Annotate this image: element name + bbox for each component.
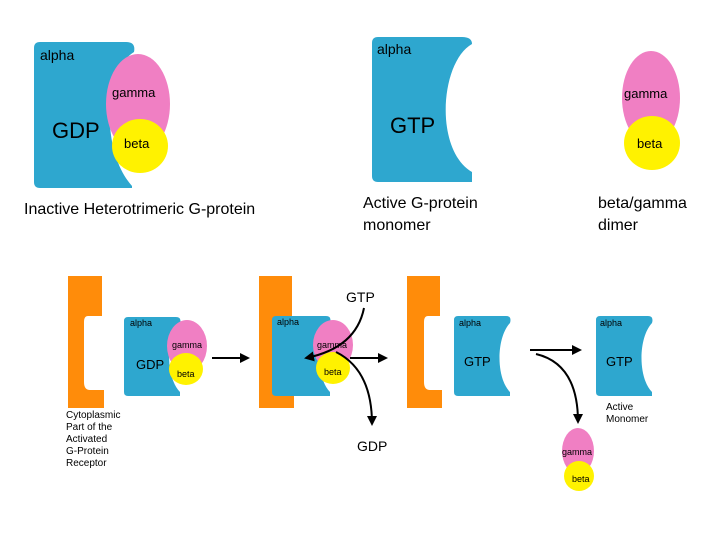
alpha-label-stage2: alpha — [277, 317, 299, 327]
beta-label-dimer: beta — [637, 136, 663, 151]
gamma-subunit-stage4 — [562, 428, 594, 474]
gamma-label-stage4: gamma — [562, 447, 592, 457]
alpha-label-stage4: alpha — [600, 318, 622, 328]
gdp-out-label: GDP — [357, 438, 387, 454]
beta-label-stage4: beta — [572, 474, 590, 484]
inactive-heterotrimer: alpha gamma GDP beta Inactive Heterotrim… — [24, 42, 255, 218]
receptor-3 — [407, 276, 442, 408]
active-monomer-caption-line1: Active — [606, 402, 634, 413]
alpha-label-stage3: alpha — [459, 318, 481, 328]
gamma-label-stage1: gamma — [172, 340, 202, 350]
alpha-label-stage1: alpha — [130, 318, 152, 328]
alpha-subunit-stage1 — [124, 317, 181, 396]
active-monomer-caption-line2: Monomer — [606, 414, 649, 425]
arrow-gdp-out — [335, 351, 377, 426]
receptor-2 — [259, 276, 294, 408]
beta-label-inactive: beta — [124, 136, 150, 151]
beta-label-stage2: beta — [324, 367, 342, 377]
gamma-label-inactive: gamma — [112, 85, 156, 100]
receptor-caption-line1: Cytoplasmic — [66, 410, 120, 421]
gtp-label-stage4: GTP — [606, 354, 633, 369]
receptor-caption: Cytoplasmic Part of the Activated G-Prot… — [66, 410, 120, 469]
gdp-label-stage1: GDP — [136, 357, 164, 372]
stage3-active-alpha: alpha GTP — [454, 316, 511, 396]
receptor-caption-line3: Activated — [66, 434, 107, 445]
alpha-label-active: alpha — [377, 41, 411, 57]
alpha-subunit-active — [372, 37, 472, 182]
stage2-exchange: alpha gamma beta GTP GDP — [272, 289, 388, 454]
beta-subunit-stage1 — [169, 353, 203, 385]
dimer-caption-line1: beta/gamma — [598, 195, 687, 212]
arrow-dimer-release — [535, 353, 583, 424]
beta-subunit-stage2 — [316, 352, 350, 384]
receptor-caption-line4: G-Protein — [66, 446, 109, 457]
beta-subunit-stage4 — [564, 461, 594, 491]
alpha-subunit-inactive — [34, 42, 135, 188]
gamma-label-dimer: gamma — [624, 86, 668, 101]
active-caption-line2: monomer — [363, 217, 431, 234]
beta-gamma-dimer-top: gamma beta beta/gamma dimer — [598, 51, 687, 234]
stage4-beta-gamma-dimer: gamma beta — [562, 428, 594, 491]
receptor-caption-line5: Receptor — [66, 458, 107, 469]
stage4-active-monomer: alpha GTP Active Monomer — [596, 316, 653, 425]
gdp-label-inactive: GDP — [52, 118, 100, 143]
receptor-caption-line2: Part of the — [66, 422, 113, 433]
dimer-caption-line2: dimer — [598, 217, 639, 234]
alpha-subunit-stage4 — [596, 316, 653, 396]
stage1-heterotrimer: alpha gamma GDP beta — [124, 317, 207, 396]
alpha-subunit-stage3 — [454, 316, 511, 396]
beta-subunit-dimer — [624, 116, 680, 170]
gtp-label-active: GTP — [390, 113, 435, 138]
active-monomer-top: alpha GTP Active G-protein monomer — [363, 37, 478, 234]
alpha-label-inactive: alpha — [40, 47, 74, 63]
receptor-1 — [68, 276, 104, 408]
inactive-caption: Inactive Heterotrimeric G-protein — [24, 201, 255, 218]
beta-label-stage1: beta — [177, 369, 195, 379]
arrow-gtp-in — [304, 307, 365, 362]
beta-subunit-inactive — [112, 119, 168, 173]
active-caption-line1: Active G-protein — [363, 195, 478, 212]
gtp-in-label: GTP — [346, 289, 375, 305]
gtp-label-stage3: GTP — [464, 354, 491, 369]
gamma-label-stage2: gamma — [317, 340, 347, 350]
